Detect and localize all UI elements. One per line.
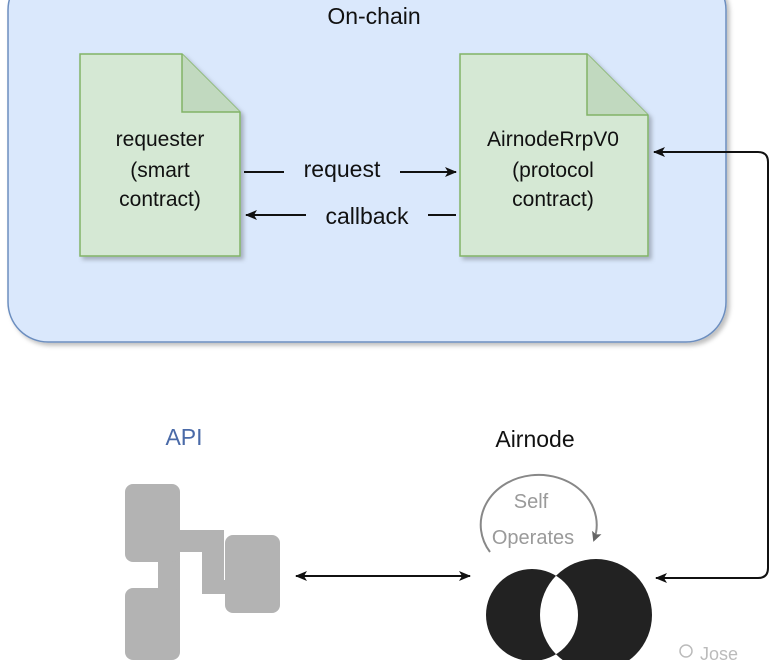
requester-label-line1: requester xyxy=(116,128,205,151)
self-operates-line1: Self xyxy=(514,491,549,513)
callback-label: callback xyxy=(325,203,409,229)
rrp-label-line1: AirnodeRrpV0 xyxy=(487,128,619,151)
api-label: API xyxy=(165,424,202,450)
requester-node: requester (smart contract) xyxy=(79,53,241,257)
requester-label-line2: (smart xyxy=(130,159,190,182)
self-operates-line2: Operates xyxy=(492,527,574,549)
rrp-label-line2: (protocol xyxy=(512,159,594,182)
request-arrow: request xyxy=(244,156,457,182)
requester-document-fold xyxy=(181,54,240,113)
request-label: request xyxy=(304,156,381,182)
airnode-label: Airnode xyxy=(495,426,574,452)
airnode-logo-icon xyxy=(486,559,652,660)
self-operates-cycle-icon: Self Operates xyxy=(479,473,602,553)
server-network-icon xyxy=(125,484,280,660)
rrp-label-line3: contract) xyxy=(512,188,594,211)
rrp-node: AirnodeRrpV0 (protocol contract) xyxy=(459,53,649,257)
airnode-rrp-connector xyxy=(653,147,769,583)
callback-arrow: callback xyxy=(245,203,456,229)
watermark-text: Jose xyxy=(700,644,738,660)
rrp-document-fold xyxy=(586,54,648,116)
watermark: Jose xyxy=(679,644,738,660)
onchain-title: On-chain xyxy=(327,3,420,29)
requester-label-line3: contract) xyxy=(119,188,201,211)
